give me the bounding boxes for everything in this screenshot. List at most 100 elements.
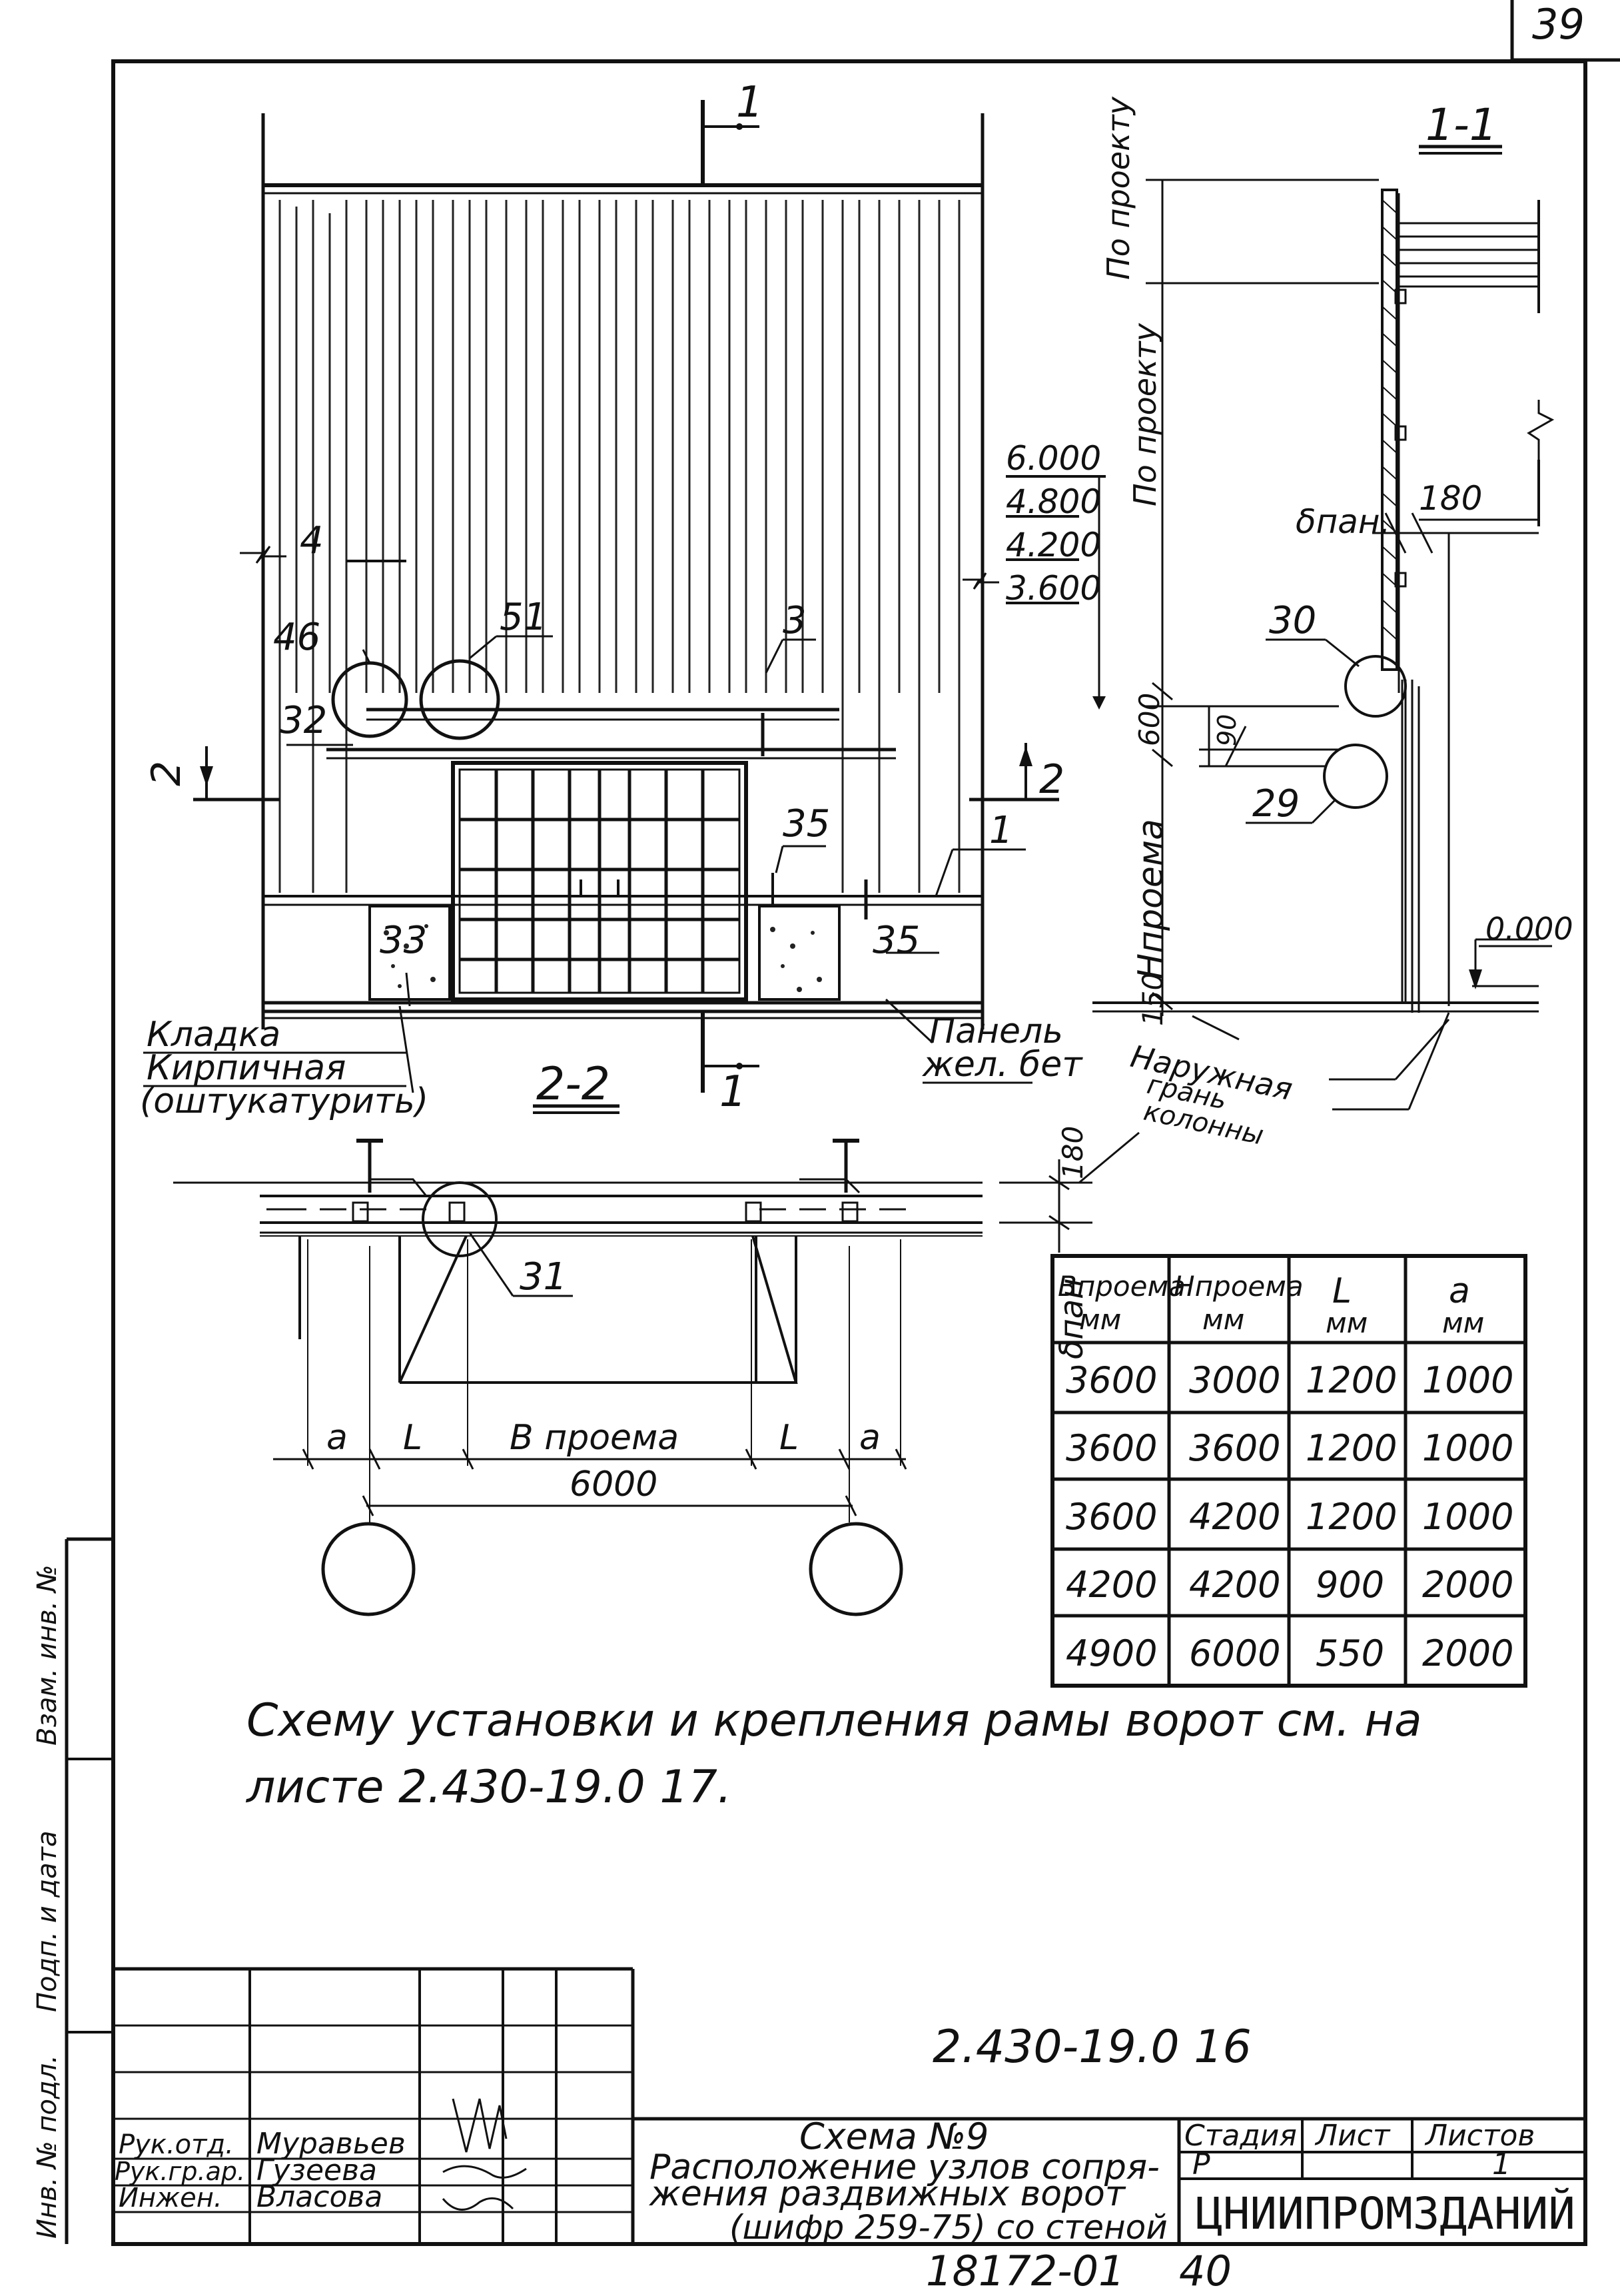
dim-150: 150 — [1136, 973, 1169, 1026]
table-row: 3600 3000 1200 1000 — [1066, 1359, 1513, 1401]
dimensions-table — [1050, 1254, 1527, 1688]
level-4800: 4.800 — [1006, 482, 1101, 521]
panel-label-2: жел. бет — [922, 1045, 1083, 1085]
by-project-1: По проекту — [1100, 96, 1136, 280]
archive-page: 40 — [1179, 2247, 1232, 2295]
table-cell: 2000 — [1422, 1564, 1513, 1606]
level-4200: 4.200 — [1006, 526, 1101, 564]
dim-180-section: 180 — [1419, 479, 1482, 518]
panel-label-1: Панель — [929, 1011, 1063, 1051]
drawing-title-2: Расположение узлов сопря- — [649, 2147, 1160, 2187]
b-pan-section: δпан. — [1296, 502, 1391, 541]
page-number: 39 — [1532, 0, 1585, 49]
doc-code: 2.430-19.0 16 — [933, 2021, 1252, 2073]
title-block — [113, 1967, 1585, 2244]
table-header-b-unit: мм — [1079, 1303, 1121, 1336]
brick-label-2: Кирпичная — [147, 1048, 346, 1088]
stage-value: Р — [1192, 2147, 1210, 2181]
table-cell: 3600 — [1066, 1427, 1157, 1469]
table-header-L: L — [1332, 1271, 1352, 1311]
table-cell: 1000 — [1422, 1427, 1513, 1469]
b-pan-plan: δпан — [1053, 1278, 1090, 1359]
table-cell: 4200 — [1066, 1564, 1157, 1606]
callout-1: 1 — [989, 809, 1013, 852]
table-row: 3600 4200 1200 1000 — [1066, 1496, 1513, 1538]
side-label-replaced: Взам. инв. № — [32, 1564, 63, 1746]
callout-31: 31 — [520, 1255, 567, 1299]
table-row: 4200 4200 900 2000 — [1066, 1564, 1513, 1606]
table-cell: 2000 — [1422, 1632, 1513, 1674]
stage-header: Стадия — [1184, 2119, 1297, 2153]
plan-view — [173, 1131, 1140, 1616]
side-strip — [65, 1537, 113, 2244]
table-cell: 1200 — [1306, 1359, 1397, 1401]
organization: ЦНИИПРОМЗДАНИЙ — [1196, 2187, 1575, 2239]
sheet-header: Лист — [1314, 2119, 1391, 2153]
dim-600: 600 — [1133, 693, 1166, 746]
table-cell: 6000 — [1189, 1632, 1280, 1674]
callout-46: 46 — [273, 616, 320, 659]
callout-3: 3 — [783, 599, 807, 642]
sheet-frame — [111, 0, 1620, 2246]
side-mark-right: 2 — [1039, 756, 1064, 803]
brick-label-1: Кладка — [147, 1015, 280, 1055]
table-cell: 1000 — [1422, 1496, 1513, 1538]
table-cell: 1200 — [1306, 1496, 1397, 1538]
cut-mark-top: 1 — [736, 78, 763, 127]
archive-code: 18172-01 — [926, 2247, 1125, 2295]
callout-4: 4 — [300, 519, 324, 562]
table-cell: 4200 — [1189, 1564, 1280, 1606]
drawing-title-3: жения раздвижных ворот — [649, 2174, 1126, 2214]
table-cell: 3000 — [1189, 1359, 1280, 1401]
level-3600: 3.600 — [1006, 569, 1101, 608]
level-6000: 6.000 — [1006, 439, 1101, 478]
brick-label-3: (оштукатурить) — [140, 1081, 428, 1121]
table-cell: 3600 — [1066, 1359, 1157, 1401]
callout-33: 33 — [380, 919, 427, 962]
role-1: Рук.отд. — [119, 2129, 234, 2160]
dim-b-opening: В проема — [510, 1418, 679, 1458]
table-header-L-unit: мм — [1326, 1307, 1368, 1339]
table-cell: 900 — [1316, 1564, 1384, 1606]
table-cell: 3600 — [1066, 1496, 1157, 1538]
table-cell: 4200 — [1189, 1496, 1280, 1538]
table-row: 3600 3600 1200 1000 — [1066, 1427, 1513, 1469]
table-cell: 4900 — [1066, 1632, 1157, 1674]
dim-L-left: L — [403, 1418, 422, 1458]
table-row: 4900 6000 550 2000 — [1066, 1632, 1513, 1674]
callout-35-top: 35 — [783, 802, 830, 846]
h-opening: Нпроема — [1131, 819, 1171, 979]
elevation-view — [193, 100, 1059, 1114]
sheets-value: 1 — [1492, 2147, 1511, 2181]
cut-mark-bottom: 1 — [719, 1067, 747, 1117]
sheets-header: Листов — [1424, 2119, 1535, 2153]
side-label-inventory: Инв. № подл. — [32, 2055, 63, 2239]
table-cell: 550 — [1316, 1632, 1384, 1674]
table-header-h-unit: мм — [1202, 1303, 1244, 1336]
table-header-b: Впроема — [1058, 1270, 1186, 1303]
dim-6000: 6000 — [570, 1464, 657, 1504]
section-1-1-title: 1-1 — [1425, 99, 1497, 151]
note-line-2: листе 2.430-19.0 17. — [245, 1761, 731, 1814]
callout-32: 32 — [280, 699, 327, 742]
side-mark-left: 2 — [143, 761, 190, 786]
section-1-1 — [1006, 145, 1555, 1111]
by-project-2: По проекту — [1127, 322, 1163, 506]
table-cell: 1200 — [1306, 1427, 1397, 1469]
name-2: Гузеева — [256, 2153, 377, 2187]
name-1: Муравьев — [256, 2127, 406, 2161]
role-3: Инжен. — [119, 2183, 222, 2213]
callout-51: 51 — [500, 596, 547, 639]
note-line-1: Схему установки и крепления рамы ворот с… — [246, 1694, 1422, 1747]
role-2: Рук.гр.ар. — [115, 2157, 245, 2186]
name-3: Власова — [256, 2180, 382, 2214]
table-cell: 3600 — [1189, 1427, 1280, 1469]
level-0000: 0.000 — [1485, 911, 1573, 947]
callout-30: 30 — [1269, 599, 1316, 642]
dim-a-right: a — [859, 1418, 881, 1458]
table-cell: 1000 — [1422, 1359, 1513, 1401]
table-header-h: Нпроема — [1174, 1270, 1304, 1303]
dim-180-plan: 180 — [1056, 1126, 1089, 1179]
dim-a-left: a — [326, 1418, 348, 1458]
